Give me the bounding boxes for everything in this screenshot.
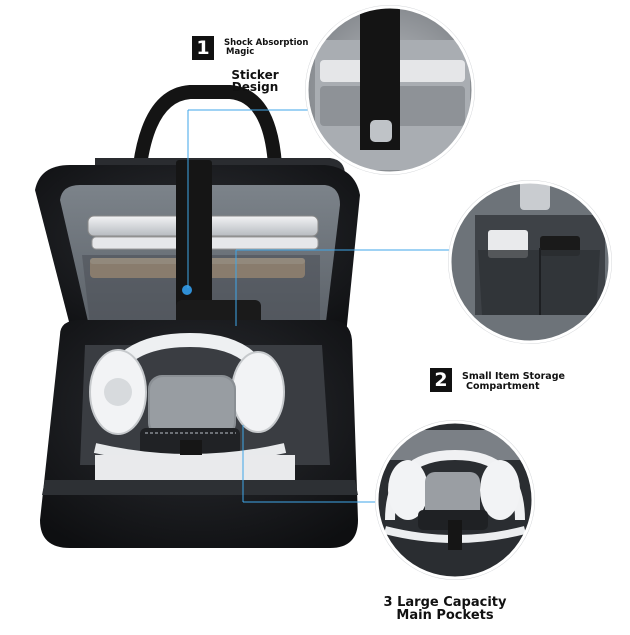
pockets-line1: 3 Large Capacity [383,595,507,610]
callout-number-1: 1 [192,36,214,60]
backpack [35,85,360,548]
callout-number-2: 2 [430,368,452,392]
detail-circle-compartment [375,420,535,580]
detail-circle-sleeve [305,5,475,175]
pockets-line2: Main Pockets [396,608,494,623]
detail-circle-pockets [448,180,612,344]
callout-2-line1: Small Item Storage [462,371,565,382]
callout-1-line1: Shock Absorption [224,38,309,48]
sticker-design-line1: Sticker [231,68,279,82]
leader-lines [187,109,452,503]
sticker-design-line2: Design [231,80,279,94]
callout-2-line2: Compartment [466,381,540,392]
callout-1-line2: Magic [226,47,255,57]
